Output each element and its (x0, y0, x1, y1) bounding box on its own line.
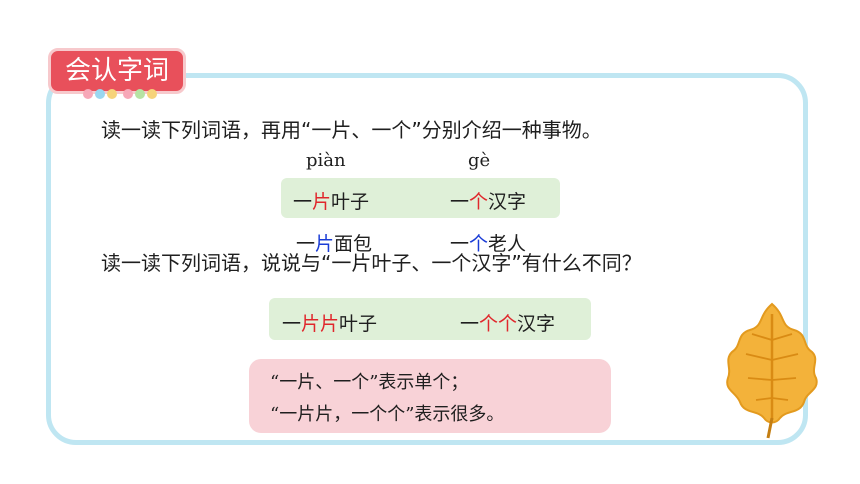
pinyin-pian: piàn (306, 150, 346, 171)
summary-line-1: “一片、一个”表示单个； (270, 372, 469, 393)
word-yi-pian-yezi: 一片叶子 (293, 191, 370, 213)
section-badge: 会认字词 (48, 48, 186, 94)
word-yi-pianpian-yezi: 一片片叶子 (282, 313, 378, 335)
instruction-1: 读一读下列词语，再用“一片、一个”分别介绍一种事物。 (101, 118, 602, 142)
summary-box (249, 359, 611, 433)
summary-line-2: “一片片，一个个”表示很多。 (270, 404, 505, 425)
word-yi-gege-hanzi: 一个个汉字 (460, 313, 556, 335)
word-box-2 (269, 298, 591, 340)
word-yi-ge-hanzi: 一个汉字 (450, 191, 527, 213)
gem-decoration-icon (83, 89, 157, 99)
word-yi-pian-mianbao: 一片面包 (296, 233, 373, 255)
word-yi-ge-laoren: 一个老人 (450, 233, 527, 255)
pinyin-ge: gè (468, 150, 491, 171)
autumn-leaf-icon (726, 302, 818, 439)
instruction-2: 读一读下列词语，说说与“一片叶子、一个汉字”有什么不同？ (101, 251, 642, 275)
word-box-1 (281, 178, 560, 218)
